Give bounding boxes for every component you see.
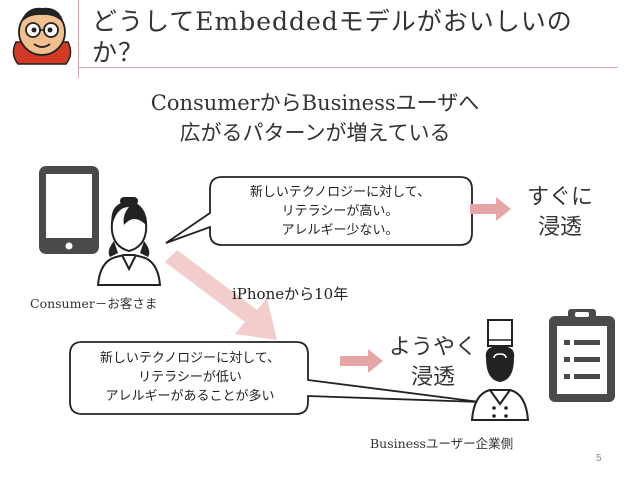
consumer-bubble-text: 新しいテクノロジーに対して、 リテラシーが高い。 アレルギー少ない。: [212, 183, 468, 240]
slide-subtitle: ConsumerからBusinessユーザへ 広がるパターンが増えている: [95, 88, 535, 148]
header-vertical-rule: [78, 0, 79, 78]
business-bubble-text: 新しいテクノロジーに対して、 リテラシーが低い アレルギーがあることが多い: [72, 349, 308, 406]
mascot-icon: [12, 7, 72, 65]
consumer-bubble-line-1: 新しいテクノロジーに対して、: [249, 185, 431, 200]
business-speech-bubble: [69, 341, 481, 415]
business-bubble-line-3: アレルギーがあることが多い: [105, 389, 275, 404]
business-bubble-line-1: 新しいテクノロジーに対して、: [99, 351, 281, 366]
tablet-icon: [39, 166, 99, 254]
consumer-result: すぐに 浸透: [510, 183, 610, 243]
clipboard-icon: [549, 309, 615, 402]
business-result-line-2: 浸透: [410, 365, 455, 390]
page-number: 5: [596, 453, 602, 464]
header-horizontal-rule: [78, 67, 618, 68]
consumer-bubble-line-2: リテラシーが高い。: [281, 204, 399, 219]
subtitle-line-1: ConsumerからBusinessユーザへ: [150, 91, 480, 115]
transition-label: iPhoneから10年: [232, 285, 349, 303]
business-result-line-1: ようやく: [388, 335, 477, 360]
consumer-label: Consumer－お客さま: [30, 296, 158, 311]
slide-title-line-2: か？: [92, 38, 145, 67]
slide-title: どうしてEmbeddedモデルがおいしいの か？: [92, 6, 612, 68]
consumer-bubble-line-3: アレルギー少ない。: [281, 223, 399, 238]
slide-title-line-1: どうしてEmbeddedモデルがおいしいの: [92, 7, 573, 36]
chef-person-icon: [470, 319, 530, 421]
diagonal-down-arrow: [165, 250, 277, 340]
business-result: ようやく 浸透: [378, 333, 488, 393]
subtitle-line-2: 広がるパターンが増えている: [179, 121, 451, 145]
business-right-arrow: [340, 349, 383, 373]
consumer-result-line-2: 浸透: [537, 215, 582, 240]
business-label: Businessユーザー企業側: [370, 436, 514, 451]
consumer-person-icon: [96, 197, 162, 286]
business-bubble-line-2: リテラシーが低い: [138, 370, 242, 385]
consumer-speech-bubble: [165, 176, 473, 246]
consumer-result-line-1: すぐに: [526, 185, 593, 210]
consumer-right-arrow: [470, 197, 511, 221]
